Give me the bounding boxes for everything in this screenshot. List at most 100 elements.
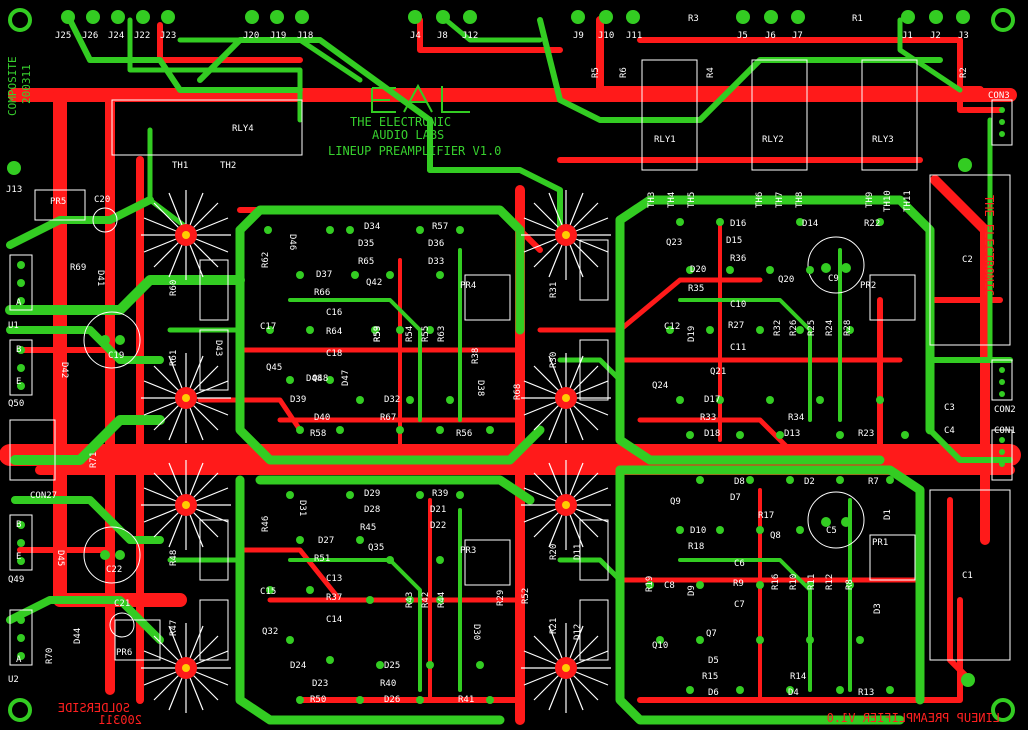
eal-logo [371, 83, 470, 113]
diode-label: D2 [804, 477, 815, 487]
resistor-label: R32 [773, 320, 783, 336]
transistor-label: Q45 [266, 363, 282, 373]
transistor-label: Q8 [770, 531, 781, 541]
diode-label: D28 [364, 505, 380, 515]
resistor-label: R26 [789, 320, 799, 336]
diode-label: D14 [802, 219, 818, 229]
resistor-label: R57 [432, 222, 448, 232]
capacitor-label: C16 [326, 308, 342, 318]
mirror-title: LINEUP PREAMPLIFIER V1.0 [827, 711, 1000, 725]
diode-label: D5 [708, 656, 719, 666]
preset-label: PR5 [50, 197, 66, 207]
pin-label: B [16, 345, 21, 355]
diode-label: D25 [384, 661, 400, 671]
thermistor-label: TH3 [647, 192, 657, 208]
thermistor-label: TH4 [667, 192, 677, 208]
resistor-label: R52 [521, 588, 531, 604]
diode-label: D20 [690, 265, 706, 275]
transistor-label: Q35 [368, 543, 384, 553]
diode-label: D44 [73, 628, 83, 644]
diode-label: D32 [384, 395, 400, 405]
diode-label: D18 [704, 429, 720, 439]
diode-label: D38 [475, 380, 485, 396]
diode-label: D41 [95, 270, 105, 286]
resistor-label: R19 [645, 576, 655, 592]
pin-label: E [16, 552, 21, 562]
resistor-label: R14 [790, 672, 806, 682]
diode-label: D22 [430, 521, 446, 531]
capacitor-label: C5 [826, 526, 837, 536]
jack-label: J20 [243, 31, 259, 41]
thermistor-label: TH9 [865, 192, 875, 208]
relay-label: RLY1 [654, 135, 676, 145]
transistor-label: Q49 [8, 575, 24, 585]
connector-label: CON27 [30, 491, 57, 501]
connector-label: CON2 [994, 405, 1016, 415]
resistor-label: R53 [373, 326, 383, 342]
transistor-label: Q21 [710, 367, 726, 377]
transistor-label: Q20 [778, 275, 794, 285]
resistor-label: R9 [733, 579, 744, 589]
mounting-holes [8, 8, 1015, 722]
resistor-label: R45 [360, 523, 376, 533]
relay-label: RLY3 [872, 135, 894, 145]
resistor-label: R61 [169, 350, 179, 366]
capacitor-label: C18 [326, 349, 342, 359]
bottom-copper-layer [0, 16, 1021, 725]
resistor-label: R7 [868, 477, 879, 487]
thermistor-label: TH10 [883, 190, 893, 212]
jack-label: J3 [958, 31, 969, 41]
top-copper-layer [5, 12, 1013, 725]
resistor-label: R10 [789, 574, 799, 590]
diode-label: D26 [384, 695, 400, 705]
resistor-label: R18 [688, 542, 704, 552]
resistor-label: R67 [380, 413, 396, 423]
thermistor-label: TH1 [172, 161, 188, 171]
resistor-label: R5 [591, 67, 601, 78]
relay-label: RLY4 [232, 124, 254, 134]
preset-label: PR2 [860, 281, 876, 291]
jack-label: J26 [82, 31, 98, 41]
resistor-label: R51 [314, 554, 330, 564]
jack-label: J8 [437, 31, 448, 41]
composite-date: 200311 [20, 64, 33, 104]
jack-label: J7 [792, 31, 803, 41]
diode-label: D21 [430, 505, 446, 515]
diode-label: D12 [573, 624, 583, 640]
solderside-label: SOLDERSIDE [58, 701, 130, 715]
board-title-line-3: LINEUP PREAMPLIFIER V1.0 [328, 144, 501, 158]
resistor-label: R71 [89, 452, 99, 468]
resistor-label: R27 [728, 321, 744, 331]
resistor-label: R65 [358, 257, 374, 267]
capacitor-label: C13 [326, 574, 342, 584]
resistor-label: R44 [437, 592, 447, 608]
resistor-label: R55 [421, 326, 431, 342]
diode-label: D33 [428, 257, 444, 267]
capacitor-label: C3 [944, 403, 955, 413]
capacitor-label: C17 [260, 322, 276, 332]
diode-label: D1 [883, 509, 893, 520]
resistor-label: R38 [471, 348, 481, 364]
capacitor-label: C2 [962, 255, 973, 265]
diode-label: D19 [687, 326, 697, 342]
diode-label: D36 [428, 239, 444, 249]
resistor-label: R22 [864, 219, 880, 229]
diode-label: D10 [690, 526, 706, 536]
diode-label: D46 [287, 234, 297, 250]
silkscreen-labels: THE ELECTRONIC AUDIO LABS LINEUP PREAMPL… [6, 14, 1016, 727]
diode-label: D34 [364, 222, 380, 232]
preset-label: PR4 [460, 281, 476, 291]
jack-label: J13 [6, 185, 22, 195]
resistor-label: R16 [771, 574, 781, 590]
resistor-label: R17 [758, 511, 774, 521]
board-title-line-2: AUDIO LABS [372, 128, 444, 142]
diode-label: D27 [318, 536, 334, 546]
resistor-label: R70 [45, 648, 55, 664]
resistor-label: R58 [310, 429, 326, 439]
regulator-label: U2 [8, 675, 19, 685]
diode-label: D48 [306, 374, 322, 384]
mirror-brand: THE ELECTRONIC [982, 195, 996, 296]
diode-label: D6 [708, 688, 719, 698]
solderside-date: 200311 [99, 713, 142, 727]
